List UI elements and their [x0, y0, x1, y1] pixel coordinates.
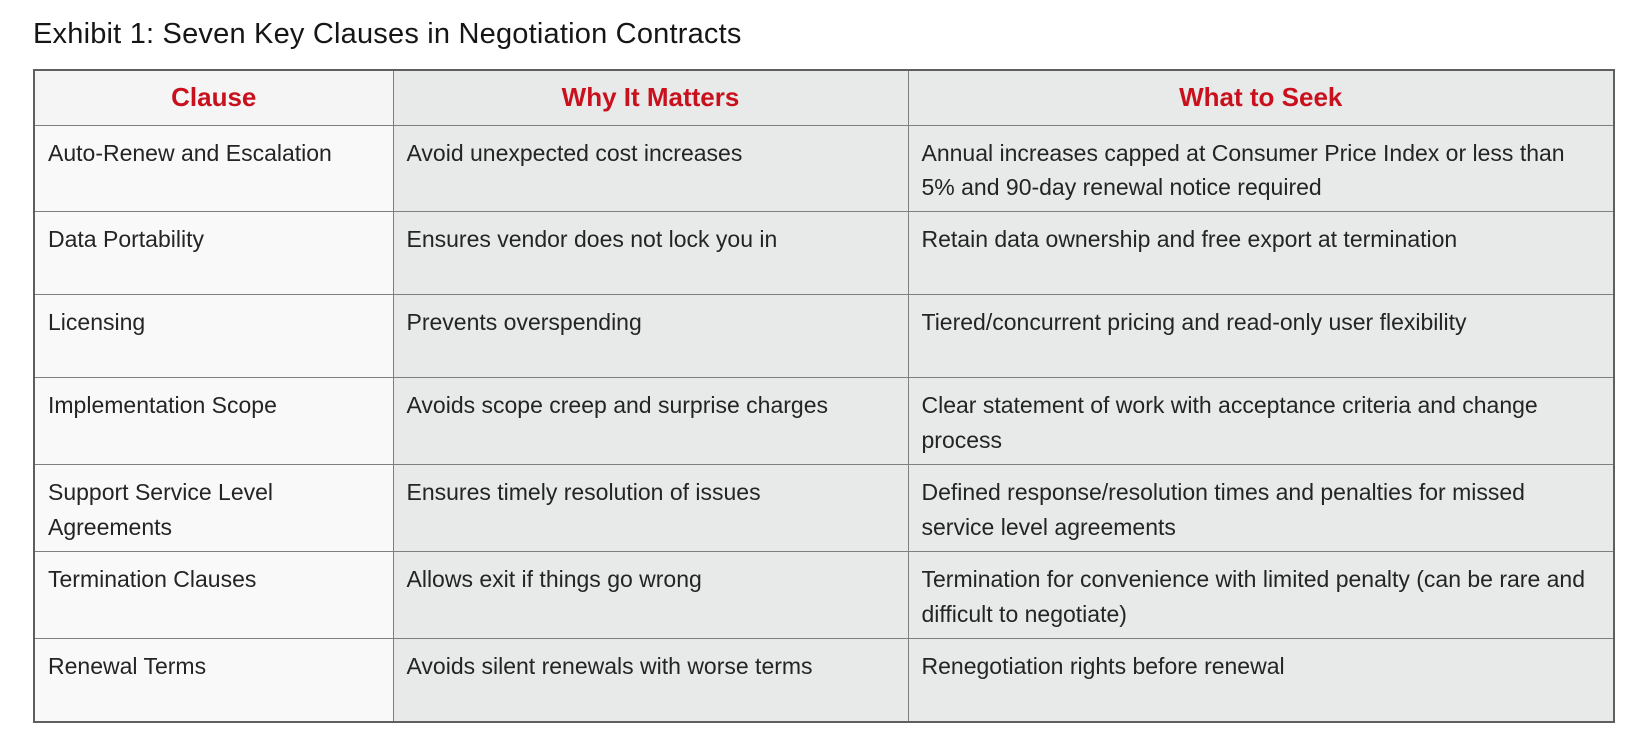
exhibit-title: Exhibit 1: Seven Key Clauses in Negotiat…: [33, 18, 742, 50]
cell-why-it-matters: Prevents overspending: [392, 294, 909, 379]
cell-why-it-matters: Avoids scope creep and surprise charges: [392, 377, 909, 466]
cell-what-to-seek: Retain data ownership and free export at…: [907, 211, 1615, 296]
cell-what-to-seek: Annual increases capped at Consumer Pric…: [907, 124, 1615, 213]
cell-clause: Auto-Renew and Escalation: [33, 124, 394, 213]
cell-why-it-matters: Avoid unexpected cost increases: [392, 124, 909, 213]
cell-clause: Data Portability: [33, 211, 394, 296]
cell-clause: Implementation Scope: [33, 377, 394, 466]
cell-clause: Licensing: [33, 294, 394, 379]
cell-why-it-matters: Avoids silent renewals with worse terms: [392, 638, 909, 723]
table-row-support-sla: Support Service Level Agreements Ensures…: [33, 464, 1615, 553]
cell-why-it-matters: Allows exit if things go wrong: [392, 551, 909, 640]
table-row-termination-clauses: Termination Clauses Allows exit if thing…: [33, 551, 1615, 640]
contract-clauses-table: Clause Why It Matters What to Seek Auto-…: [33, 69, 1615, 723]
cell-what-to-seek: Tiered/concurrent pricing and read-only …: [907, 294, 1615, 379]
cell-what-to-seek: Termination for convenience with limited…: [907, 551, 1615, 640]
column-header-clause: Clause: [33, 69, 394, 126]
cell-what-to-seek: Renegotiation rights before renewal: [907, 638, 1615, 723]
cell-why-it-matters: Ensures timely resolution of issues: [392, 464, 909, 553]
cell-why-it-matters: Ensures vendor does not lock you in: [392, 211, 909, 296]
cell-clause: Support Service Level Agreements: [33, 464, 394, 553]
column-header-why-it-matters: Why It Matters: [392, 69, 909, 126]
cell-clause: Termination Clauses: [33, 551, 394, 640]
cell-clause: Renewal Terms: [33, 638, 394, 723]
table-header-row: Clause Why It Matters What to Seek: [33, 69, 1615, 126]
column-header-what-to-seek: What to Seek: [907, 69, 1615, 126]
cell-what-to-seek: Clear statement of work with acceptance …: [907, 377, 1615, 466]
cell-what-to-seek: Defined response/resolution times and pe…: [907, 464, 1615, 553]
table-row-implementation-scope: Implementation Scope Avoids scope creep …: [33, 377, 1615, 466]
table-row-licensing: Licensing Prevents overspending Tiered/c…: [33, 294, 1615, 379]
table-row-renewal-terms: Renewal Terms Avoids silent renewals wit…: [33, 638, 1615, 723]
table-row-data-portability: Data Portability Ensures vendor does not…: [33, 211, 1615, 296]
table-row-auto-renew: Auto-Renew and Escalation Avoid unexpect…: [33, 124, 1615, 213]
